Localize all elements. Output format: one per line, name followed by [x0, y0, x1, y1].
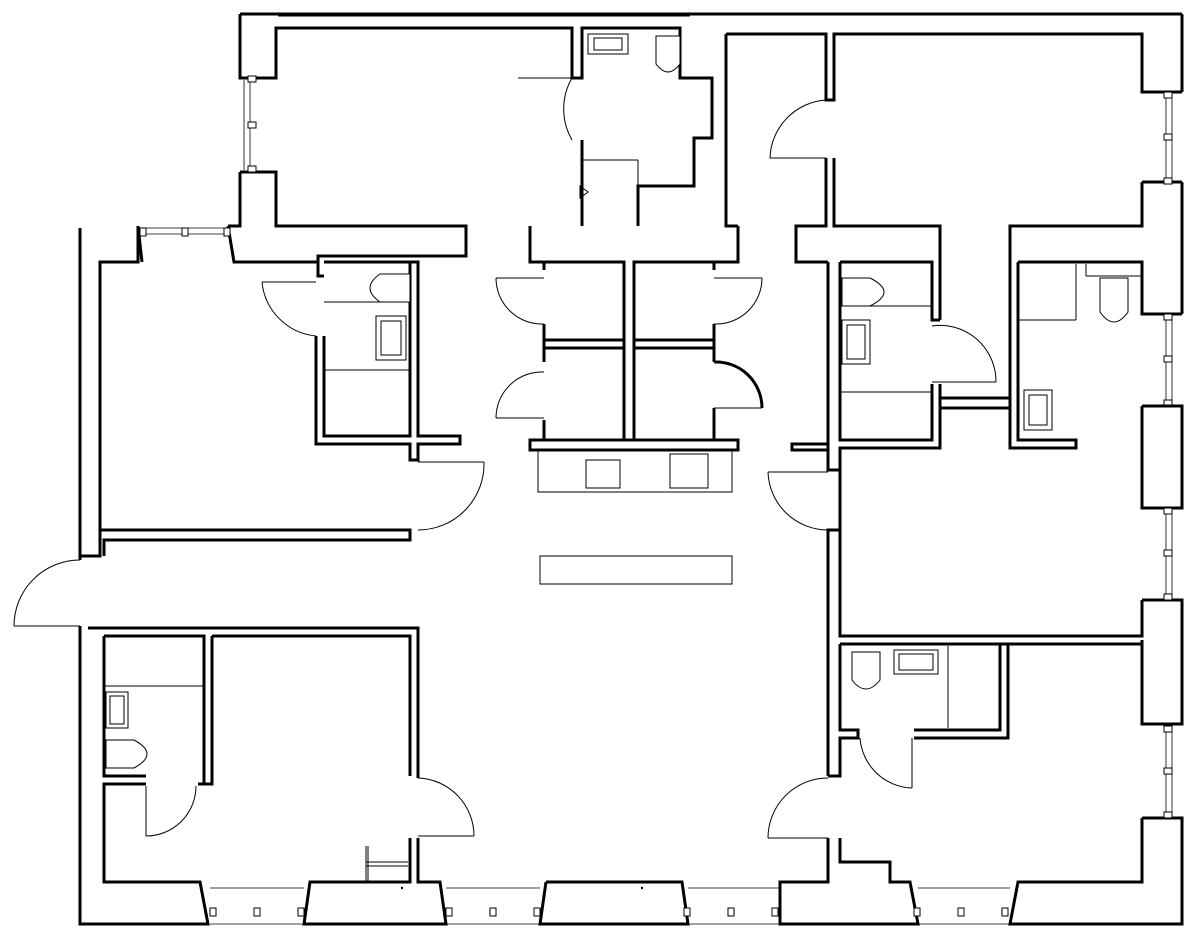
- outer-wall-right: [1008, 14, 1184, 926]
- left-bathroom: [261, 260, 462, 462]
- toilet-icon: [369, 273, 411, 303]
- stall-door-4[interactable]: [713, 360, 764, 409]
- lower-left-bathroom: [78, 626, 420, 926]
- right-bathroom-door[interactable]: [931, 324, 997, 383]
- top-bathroom: [518, 26, 714, 226]
- upper-right-window: [1163, 91, 1173, 185]
- lower-left-bathroom-door[interactable]: [145, 785, 197, 837]
- lower-right-room: [767, 777, 920, 926]
- central-stalls: [495, 226, 764, 452]
- top-bathroom-door[interactable]: [563, 77, 573, 141]
- left-bathroom-door[interactable]: [261, 281, 317, 337]
- stall-door-1[interactable]: [495, 277, 545, 325]
- right-middle-window: [1163, 507, 1173, 601]
- island-counter: [539, 555, 733, 585]
- toilet-icon: [841, 277, 885, 307]
- far-right-window: [1163, 313, 1173, 407]
- lower-left-room: [302, 777, 644, 926]
- right-middle-room: [767, 470, 1144, 776]
- toilet-icon: [655, 35, 681, 73]
- lower-left-room-door[interactable]: [417, 777, 475, 837]
- left-bedroom-window: [139, 227, 231, 237]
- upper-left-window: [243, 75, 257, 173]
- right-middle-door[interactable]: [767, 471, 829, 531]
- lower-right-window: [1163, 725, 1173, 819]
- left-bedroom: [78, 225, 485, 558]
- bottom-windows: [209, 887, 1010, 925]
- stair-ladder: [365, 846, 408, 882]
- outer-wall-top: [240, 12, 1184, 28]
- toilet-icon: [851, 651, 881, 690]
- left-bedroom-door[interactable]: [417, 461, 485, 531]
- entrance: [13, 556, 82, 632]
- far-right-bathroom: [940, 260, 1182, 450]
- upper-right-room: [724, 32, 1182, 400]
- toilet-icon: [1099, 277, 1129, 323]
- sink-icon: [585, 459, 621, 489]
- lower-right-room-door[interactable]: [767, 777, 829, 839]
- stall-door-2[interactable]: [713, 277, 763, 325]
- upper-right-door[interactable]: [769, 99, 827, 159]
- central-counter: [537, 449, 733, 585]
- lower-right-bathroom: [828, 644, 1010, 789]
- entrance-door[interactable]: [13, 559, 81, 627]
- right-bathroom: [790, 260, 997, 472]
- stall-door-3[interactable]: [495, 371, 545, 419]
- toilet-icon: [105, 739, 148, 769]
- outer-wall-bottom: [538, 880, 690, 926]
- lower-right-bathroom-door[interactable]: [859, 737, 913, 789]
- sink-icon: [669, 453, 709, 489]
